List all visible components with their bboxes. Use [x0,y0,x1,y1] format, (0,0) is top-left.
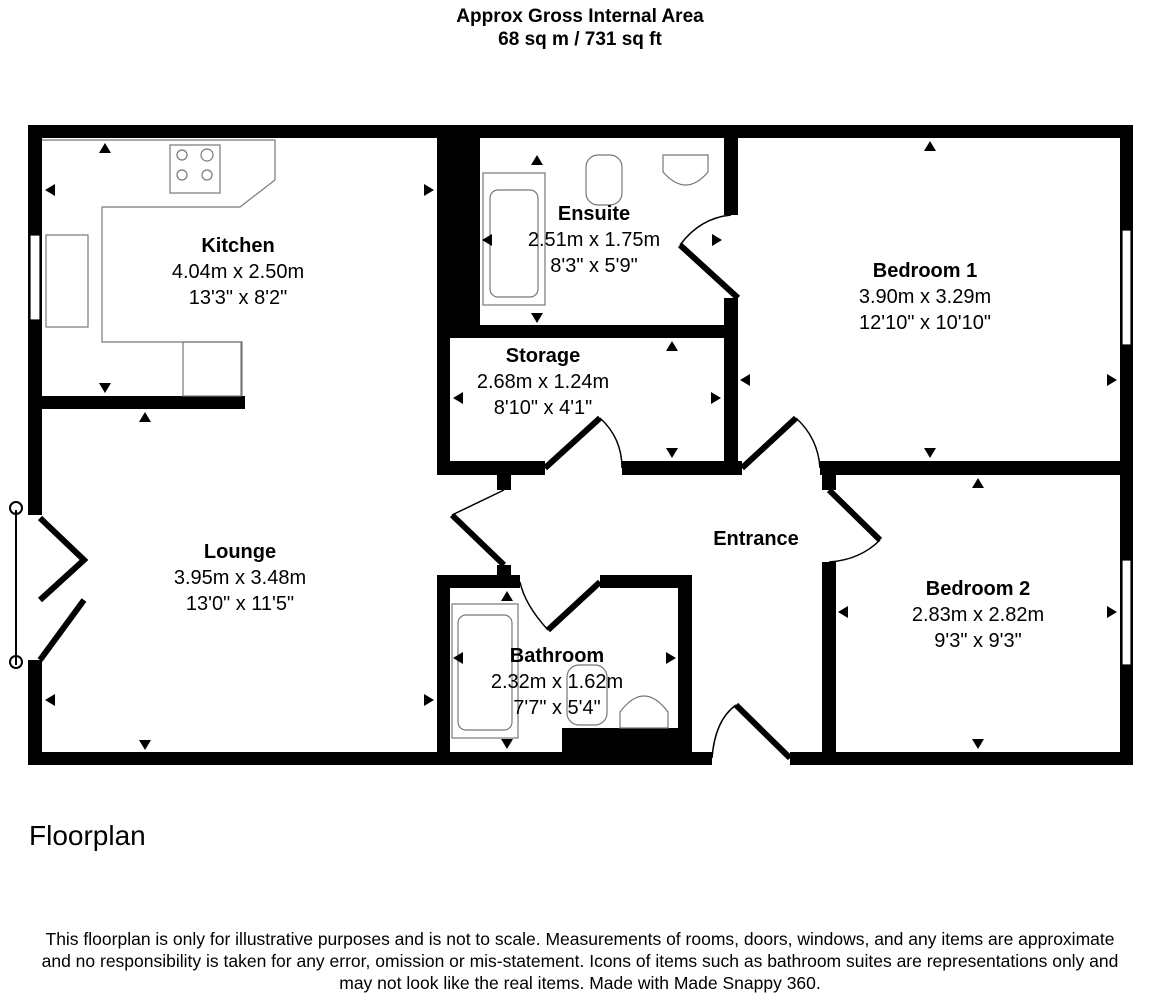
room-imperial: 13'3" x 8'2" [189,287,288,309]
room-metric: 3.90m x 3.29m [859,286,991,308]
room-name: Storage [506,345,580,367]
disclaimer-line: may not look like the real items. Made w… [339,973,821,993]
area-title: Approx Gross Internal Area [456,6,704,27]
room-imperial: 8'10" x 4'1" [494,397,593,419]
windows [29,229,1132,666]
room-storage: Storage 2.68m x 1.24m 8'10" x 4'1" [477,345,609,419]
room-imperial: 8'3" x 5'9" [550,255,637,277]
room-name: Kitchen [201,235,274,257]
disclaimer-line: This floorplan is only for illustrative … [45,929,1115,949]
disclaimer: This floorplan is only for illustrative … [0,928,1160,994]
room-entrance: Entrance [713,528,799,550]
room-imperial: 12'10" x 10'10" [859,312,991,334]
room-name: Bedroom 1 [873,260,977,282]
room-ensuite: Ensuite 2.51m x 1.75m 8'3" x 5'9" [528,203,660,277]
room-kitchen: Kitchen 4.04m x 2.50m 13'3" x 8'2" [172,235,304,309]
area-header: Approx Gross Internal Area 68 sq m / 731… [0,5,1160,51]
room-imperial: 13'0" x 11'5" [186,593,294,615]
room-name: Bedroom 2 [926,578,1030,600]
room-lounge: Lounge 3.95m x 3.48m 13'0" x 11'5" [174,541,306,615]
room-imperial: 9'3" x 9'3" [934,630,1021,652]
room-metric: 4.04m x 2.50m [172,261,304,283]
room-metric: 3.95m x 3.48m [174,567,306,589]
room-metric: 2.32m x 1.62m [491,671,623,693]
doors [9,214,883,761]
dimension-arrows [45,141,1117,750]
room-imperial: 7'7" x 5'4" [513,697,600,719]
area-value: 68 sq m / 731 sq ft [498,29,662,50]
fixtures [42,139,709,739]
room-metric: 2.83m x 2.82m [912,604,1044,626]
room-bathroom: Bathroom 2.32m x 1.62m 7'7" x 5'4" [491,645,623,719]
room-name: Entrance [713,528,799,550]
disclaimer-line: and no responsibility is taken for any e… [41,951,1119,971]
room-name: Lounge [204,541,276,563]
room-metric: 2.68m x 1.24m [477,371,609,393]
room-bedroom-2: Bedroom 2 2.83m x 2.82m 9'3" x 9'3" [912,578,1044,652]
room-metric: 2.51m x 1.75m [528,229,660,251]
room-bedroom-1: Bedroom 1 3.90m x 3.29m 12'10" x 10'10" [859,260,991,334]
floor-label: Floorplan [29,820,146,851]
room-name: Bathroom [510,645,604,667]
room-name: Ensuite [558,203,630,225]
